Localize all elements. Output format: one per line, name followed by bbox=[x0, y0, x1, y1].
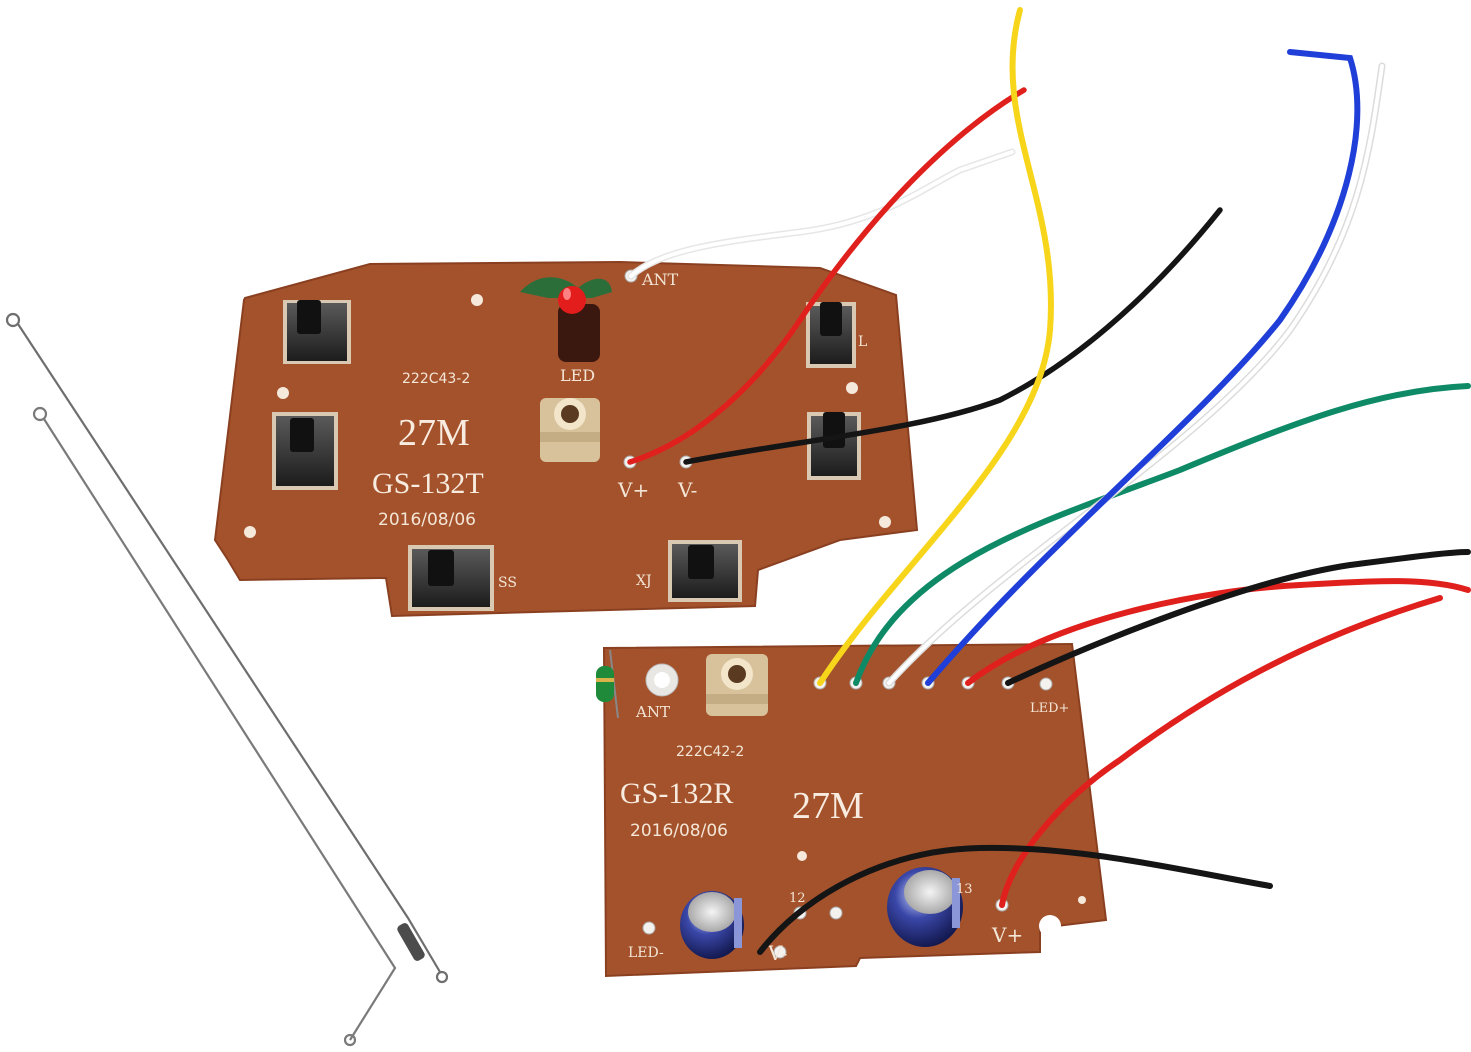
rx-wire-blue bbox=[925, 49, 1361, 686]
transmitter-coil bbox=[540, 398, 600, 462]
tx-wire-white-antenna-core bbox=[629, 150, 1014, 278]
transmitter-button-top-right bbox=[806, 302, 856, 368]
receiver-date: 2016/08/06 bbox=[630, 821, 728, 841]
transmitter-mount-holes bbox=[244, 294, 891, 538]
receiver-code: 222C42-2 bbox=[676, 744, 744, 760]
tx-wire-red bbox=[627, 87, 1027, 465]
receiver-board: 222C42-2 GS-132R 27M 2016/08/06 ANT LED+… bbox=[596, 642, 1108, 978]
transmitter-button-xj bbox=[668, 540, 742, 602]
receiver-vplus-label: V+ bbox=[991, 923, 1023, 947]
transmitter-ant-label: ANT bbox=[641, 270, 679, 289]
transmitter-model: GS-132T bbox=[372, 467, 484, 500]
antenna-wires bbox=[5, 312, 449, 1047]
rx-wire-black-vminus bbox=[757, 844, 1273, 955]
transmitter-vminus-label: V- bbox=[677, 478, 697, 502]
receiver-inductor bbox=[596, 649, 619, 719]
transmitter-button-top-left bbox=[283, 300, 351, 364]
receiver-pcb bbox=[602, 642, 1108, 978]
receiver-ant-label: ANT bbox=[635, 703, 670, 721]
rx-wire-white-core bbox=[887, 64, 1384, 685]
transmitter-button-ss bbox=[408, 545, 494, 611]
rx-wire-red-top bbox=[965, 578, 1471, 686]
receiver-ledminus-label: LED- bbox=[628, 945, 664, 961]
receiver-frequency: 27M bbox=[792, 785, 864, 827]
rx-wire-yellow bbox=[817, 7, 1054, 686]
receiver-vminus-label: V- bbox=[767, 941, 787, 965]
transmitter-button-mid-right bbox=[807, 412, 861, 480]
receiver-pin12-label: 12 bbox=[789, 891, 806, 906]
transmitter-button-mid-left bbox=[272, 412, 338, 490]
transmitter-led bbox=[520, 277, 612, 362]
receiver-pin13-label: 13 bbox=[956, 882, 973, 897]
receiver-ledplus-label: LED+ bbox=[1030, 701, 1069, 716]
rx-wire-white bbox=[885, 62, 1386, 687]
transmitter-frequency: 27M bbox=[398, 412, 470, 454]
tx-wire-black bbox=[683, 207, 1223, 465]
transmitter-xj-label: XJ bbox=[636, 573, 652, 589]
transmitter-ss-label: SS bbox=[498, 575, 517, 591]
antenna-1 bbox=[5, 312, 449, 984]
receiver-coil bbox=[706, 654, 768, 716]
rx-wire-green bbox=[853, 383, 1471, 686]
antenna-2 bbox=[32, 406, 397, 1047]
receiver-model: GS-132R bbox=[620, 777, 733, 810]
receiver-capacitor-right bbox=[887, 867, 963, 947]
receiver-capacitor-left bbox=[680, 891, 744, 959]
antenna-coil bbox=[397, 923, 425, 961]
transmitter-vplus-label: V+ bbox=[617, 478, 649, 502]
rx-wire-black-top bbox=[1005, 549, 1471, 686]
transmitter-l-label: L bbox=[858, 334, 867, 350]
wires bbox=[627, 7, 1471, 955]
transmitter-code: 222C43-2 bbox=[402, 371, 470, 387]
receiver-mount-hole bbox=[1039, 915, 1061, 937]
transmitter-date: 2016/08/06 bbox=[378, 510, 476, 530]
transmitter-led-label: LED bbox=[560, 366, 595, 385]
transmitter-board: 222C43-2 27M GS-132T 2016/08/06 LED ANT … bbox=[213, 260, 919, 618]
